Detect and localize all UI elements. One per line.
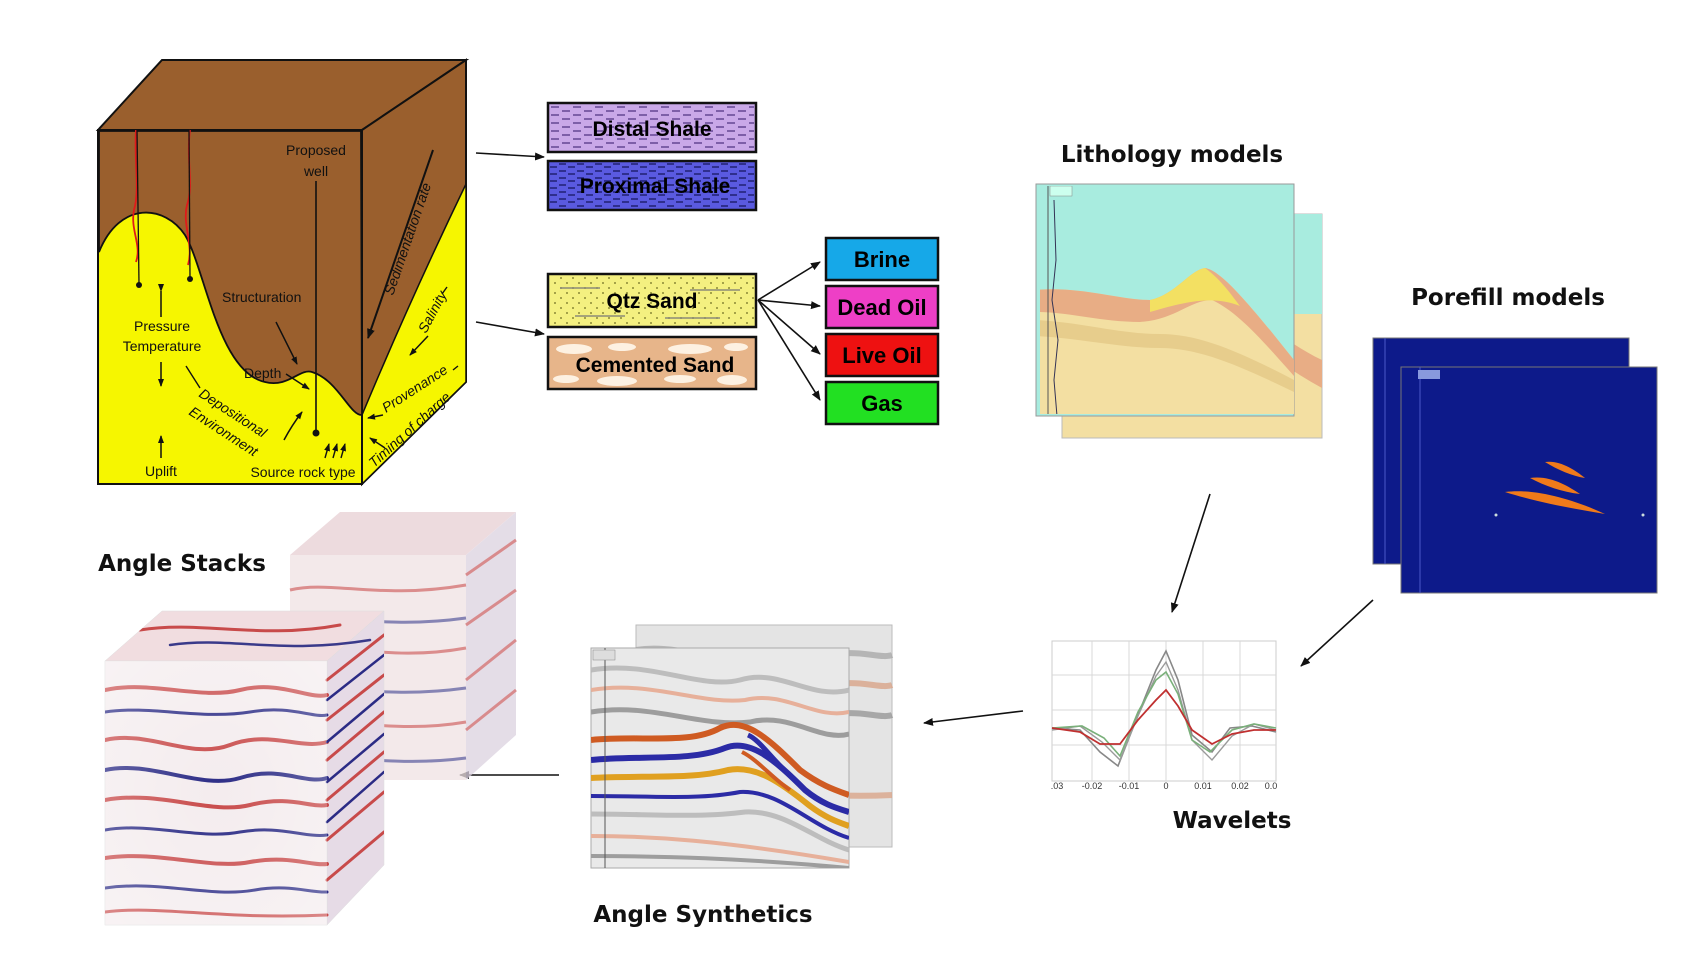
- lithology-model-panels: [1035, 183, 1323, 439]
- wavelet-gray-2: [1051, 660, 1277, 762]
- angle-synthetics-heading: Angle Synthetics: [593, 902, 812, 928]
- label-uplift: Uplift: [145, 463, 177, 479]
- label-structuration: Structuration: [222, 289, 301, 305]
- angle-stacks-heading: Angle Stacks: [98, 551, 266, 577]
- label-proposed-well-2: well: [303, 163, 328, 179]
- block-right-reservoir: [361, 183, 467, 486]
- cemented-sand-label: Cemented Sand: [576, 354, 735, 377]
- lithology-models-heading: Lithology models: [1061, 142, 1283, 168]
- block-front-overburden: [98, 130, 363, 416]
- live-oil-label: Live Oil: [842, 343, 921, 368]
- label-source-rock-type: Source rock type: [250, 464, 355, 480]
- front-seismic-cube: [104, 610, 385, 926]
- wavelets-heading: Wavelets: [1173, 808, 1292, 834]
- brine-box: [824, 236, 940, 282]
- wavelets-chart: .03 -0.02 -0.01 0 0.01 0.02 0.0: [1051, 640, 1278, 791]
- wavelet-tick-3: 0: [1163, 781, 1168, 791]
- wavelet-gray-1: [1051, 649, 1277, 768]
- shale-boxes: Distal Shale Proximal Shale: [546, 101, 758, 212]
- proximal-shale-label: Proximal Shale: [580, 175, 731, 198]
- label-depth: Depth: [244, 365, 281, 381]
- gas-label: Gas: [861, 391, 903, 416]
- distal-shale-label: Distal Shale: [592, 118, 711, 141]
- live-oil-box: [824, 332, 940, 378]
- geological-block-diagram: Proposed well Sedimentation rate Structu…: [95, 58, 470, 487]
- wavelet-tick-4: 0.01: [1194, 781, 1212, 791]
- label-temperature: Temperature: [123, 338, 202, 354]
- wavelet-tick-5: 0.02: [1231, 781, 1249, 791]
- wavelet-tick-6: 0.0: [1265, 781, 1278, 791]
- wavelet-tick-2: -0.01: [1119, 781, 1140, 791]
- porefill-front-panel: [1400, 366, 1658, 594]
- wavelet-red: [1051, 688, 1276, 746]
- angle-synthetics-panels: [590, 624, 894, 869]
- gas-box: [824, 380, 940, 426]
- dead-oil-label: Dead Oil: [837, 295, 926, 320]
- wavelet-tick-0: .03: [1051, 781, 1064, 791]
- brine-label: Brine: [854, 247, 910, 272]
- dead-oil-box: [824, 284, 940, 330]
- wavelet-tick-1: -0.02: [1082, 781, 1103, 791]
- angle-stacks-cubes: [104, 512, 517, 926]
- wavelet-grid: [1052, 641, 1276, 781]
- wavelet-green: [1051, 670, 1277, 758]
- porefill-models-heading: Porefill models: [1411, 285, 1605, 311]
- wavelet-x-ticks: .03 -0.02 -0.01 0 0.01 0.02 0.0: [1051, 781, 1278, 791]
- porefill-model-panels: [1372, 337, 1658, 594]
- label-proposed-well-1: Proposed: [286, 142, 346, 158]
- fluid-boxes: Brine Dead Oil Live Oil Gas: [824, 236, 940, 426]
- label-pressure: Pressure: [134, 318, 190, 334]
- qtz-sand-label: Qtz Sand: [606, 290, 697, 313]
- sand-boxes: Qtz Sand Cemented Sand: [546, 272, 758, 391]
